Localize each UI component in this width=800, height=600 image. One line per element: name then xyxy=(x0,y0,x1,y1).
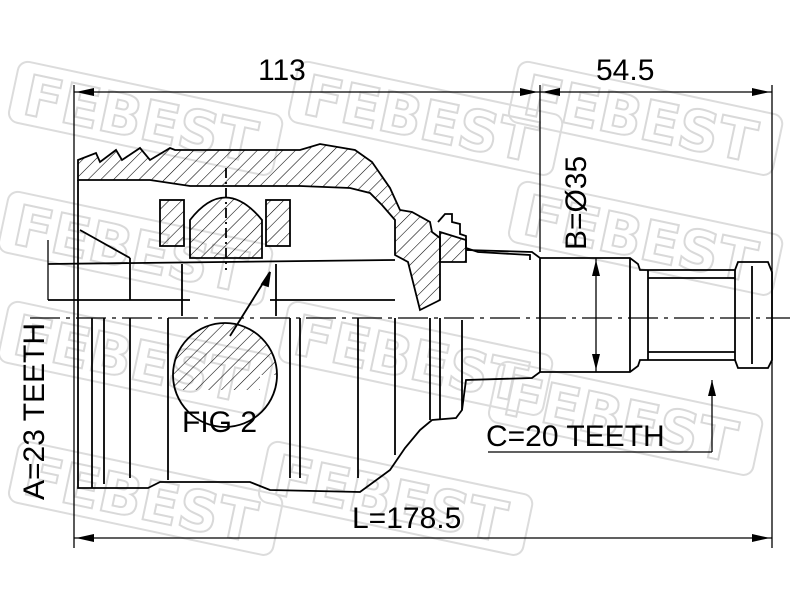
svg-text:FEBEST: FEBEST xyxy=(518,183,762,296)
arrowhead xyxy=(708,380,716,396)
roller-right xyxy=(265,199,291,247)
arrowhead xyxy=(592,260,600,276)
roller-left xyxy=(159,199,185,247)
dim-label-54-5: 54.5 xyxy=(596,54,654,87)
tripod-spider xyxy=(189,196,263,259)
arrowhead xyxy=(76,88,94,96)
cv-joint-drawing xyxy=(47,143,773,493)
housing-body xyxy=(77,180,463,493)
inner-spline-line xyxy=(79,229,131,259)
watermark-logo: FEBEST xyxy=(507,180,784,297)
detail-circle-hatch xyxy=(173,323,277,390)
inner-spline-line xyxy=(47,259,396,265)
dim-label-c-teeth: C=20 TEETH xyxy=(486,420,665,453)
svg-text:FEBEST: FEBEST xyxy=(288,303,532,416)
watermark-layer: FEBEST FEBEST FEBEST FEBEST FEBEST FEBES… xyxy=(0,60,784,557)
arrowhead xyxy=(752,88,770,96)
housing-neck xyxy=(437,213,531,260)
detail-leader-arrow xyxy=(260,271,271,288)
arrowhead xyxy=(76,534,94,542)
watermark-logo: FEBEST xyxy=(257,440,534,557)
arrowhead xyxy=(752,534,770,542)
dimension-layer xyxy=(47,85,773,548)
dim-label-b-diameter: B=Ø35 xyxy=(560,156,593,250)
dim-label-total-length: L=178.5 xyxy=(352,502,461,535)
svg-text:FEBEST: FEBEST xyxy=(268,443,512,556)
dim-label-a-teeth: A=23 TEETH xyxy=(18,323,51,500)
arrowheads xyxy=(76,88,770,542)
arrowhead xyxy=(592,354,600,370)
dim-label-113: 113 xyxy=(258,54,306,87)
svg-text:FEBEST: FEBEST xyxy=(18,443,262,556)
housing-neck-hatch xyxy=(439,230,467,263)
figure-label: FIG 2 xyxy=(182,406,257,439)
arrowhead xyxy=(520,88,538,96)
housing-section-upper xyxy=(77,143,441,312)
arrowhead xyxy=(542,88,560,96)
